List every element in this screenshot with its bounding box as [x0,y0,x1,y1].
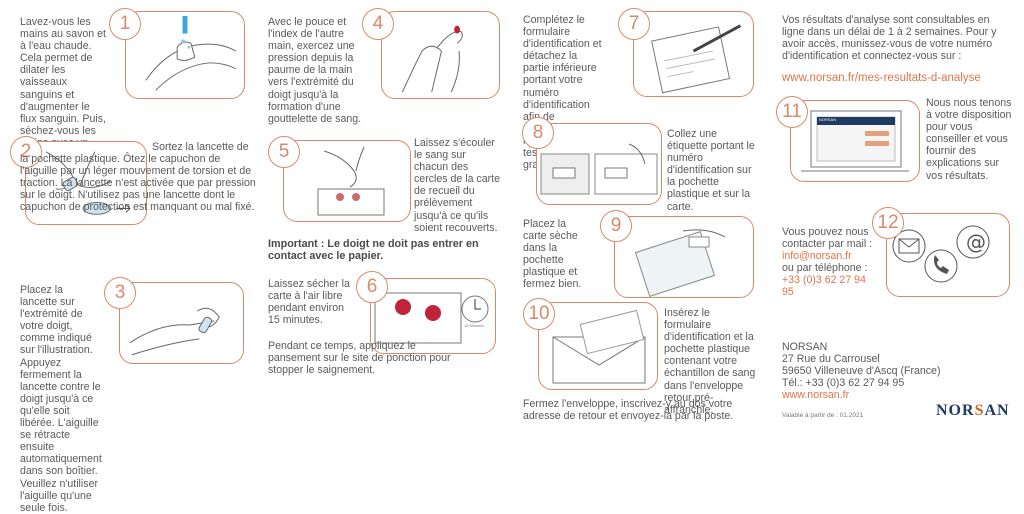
important-note: Important : Le doigt ne doit pas entrer … [268,238,479,263]
step-9-text: Placez la carte sèche dans la pochette p… [523,218,582,291]
blood-drop-icon [401,25,463,93]
phone-label: ou par téléphone : [782,262,868,275]
step-4-illustration [381,11,500,99]
step-1-illustration [125,11,245,99]
results-text: Vos résultats d'analyse sont consultable… [782,14,997,63]
step-6-text-1: Laissez sécher la carte à l'air libre pe… [268,278,350,327]
screen-logo: NORSAN [819,117,837,122]
results-url[interactable]: www.norsan.fr/mes-resultats-d-analyse [782,72,981,84]
step-3-illustration [119,282,244,364]
step-12-illustration: @ [886,213,1010,297]
step-11-number: 11 [776,96,808,128]
laptop-icon [801,110,909,172]
step-8-illustration [536,123,662,205]
step-2-text: Sortez la lancette de la pochette plasti… [20,141,256,214]
address-web[interactable]: www.norsan.fr [782,389,850,402]
step-7-number: 7 [618,8,650,40]
step-2-illustration [25,141,147,225]
label-pouch-icon [540,143,658,195]
step-11-text: Nous nous tenons à votre disposition pou… [926,97,1012,182]
address-street: 27 Rue du Carrousel [782,353,880,366]
step-4-text: Avec le pouce et l'index de l'autre main… [268,16,362,125]
valid-date: Valable à partir de : 01.2021 [782,412,864,419]
address-city: 59650 Villeneuve d'Ascq (France) [782,365,941,378]
svg-text:@: @ [966,230,986,254]
step-12-text: Vous pouvez nous contacter par mail : in… [782,226,876,299]
lancette-icon [45,151,131,215]
step-10-text-2: Fermez l'enveloppe, inscrivez-y au dos v… [523,398,734,423]
timer-label: 15 Minutes [464,323,484,328]
step-6-text-2: Pendant ce temps, appliquez le pansement… [268,340,451,377]
step-6-illustration: 15 Minutes [370,278,496,354]
pouch-icon [634,229,726,297]
drying-card-icon [374,292,489,344]
finger-prick-icon [129,307,220,356]
step-9-illustration [614,216,754,298]
step-7-illustration [633,11,754,97]
step-5-illustration [283,140,411,222]
step-10-illustration [538,302,658,390]
contact-icon: @ [892,225,990,283]
address-block: NORSAN 27 Rue du Carrousel 59650 Villene… [782,341,942,401]
address-name: NORSAN [782,341,828,353]
step-8-number: 8 [522,117,554,149]
step-2-number: 2 [10,136,42,168]
step-4-number: 4 [362,8,394,40]
step-9-number: 9 [600,210,632,242]
form-pen-icon [651,24,742,94]
step-3-text: Placez la lancette sur l'extrémité de vo… [20,284,102,514]
step-11-illustration: NORSAN [790,100,920,182]
step-3-number: 3 [104,277,136,309]
step-10-number: 10 [523,298,555,330]
step-5-number: 5 [268,136,300,168]
step-1-number: 1 [109,8,141,40]
hands-washing-icon [145,15,237,91]
step-12-number: 12 [872,207,904,239]
step-1-text: Lavez-vous les mains au savon et à l'eau… [20,16,106,161]
contact-phone[interactable]: +33 (0)3 62 27 94 95 [782,274,866,299]
step-5-text: Laissez s'écouler le sang sur chacun des… [414,137,500,234]
step-6-number: 6 [356,271,388,303]
envelope-icon [552,309,646,384]
contact-email[interactable]: info@norsan.fr [782,250,852,263]
step-10-text-1: Insérez le formulaire d'identification e… [664,307,756,416]
step-8-text: Collez une étiquette portant le numéro d… [667,128,755,213]
blood-card-icon [317,146,385,216]
norsan-logo: NORSAN [936,402,1010,419]
address-tel: Tél.: +33 (0)3 62 27 94 95 [782,377,905,390]
